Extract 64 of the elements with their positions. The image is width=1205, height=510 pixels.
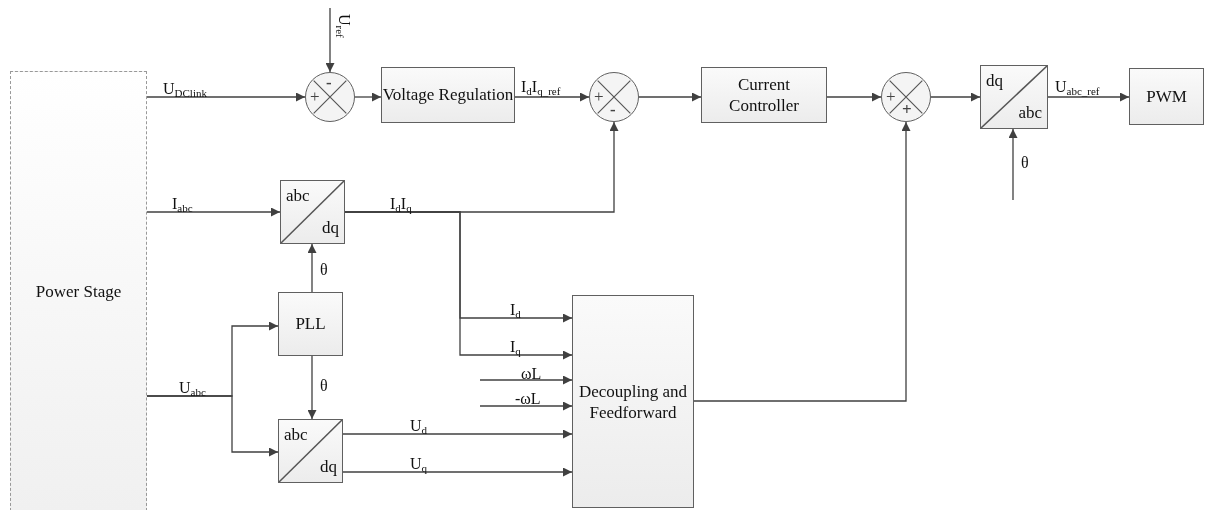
sign-label: + [886,88,896,105]
signal-label: I$_{d}$I$_{q_ref}$ [521,79,561,97]
arrow [479,375,573,385]
summing-junction [305,72,355,122]
arrow [344,211,573,360]
arrow [146,92,306,102]
transform-block [980,65,1048,129]
summing-junction [881,72,931,122]
block-label: Current Controller [728,73,800,117]
power-stage-block [10,71,147,510]
arrow [146,207,281,217]
signal-label: θ [320,378,328,394]
arrow [354,92,382,102]
arrow [693,121,911,402]
sign-label: - [326,74,332,91]
arrow [1008,128,1018,201]
arrow [146,395,279,457]
signal-label: I$_{d}$I$_{q}$ [390,196,412,214]
signal-label: U$_{d}$ [410,418,428,436]
arrow [325,7,335,73]
transform-block [280,180,345,244]
process-block [1129,68,1204,125]
signal-label: ωL [521,366,542,382]
arrow [307,355,317,420]
process-block [278,292,343,356]
block-label: Power Stage [34,280,123,303]
signal-label: U$_{abc}$ [179,380,206,398]
block-label: abc [284,426,308,443]
signal-label: I$_{q}$ [510,339,521,357]
arrow [342,429,573,439]
arrow [342,467,573,477]
arrow [826,92,882,102]
signal-label: θ [1021,155,1029,171]
block-label: dq [986,72,1003,89]
signal-label: U$_{abc_ref}$ [1055,79,1100,97]
signal-label: -ωL [515,391,541,407]
process-block [381,67,515,123]
signal-label: U$_{DClink}$ [163,81,207,99]
arrow [479,401,573,411]
signal-label: I$_{d}$ [510,302,521,320]
transform-block [278,419,343,483]
block-label: dq [320,458,337,475]
sign-label: + [310,88,320,105]
signal-label: θ [320,262,328,278]
arrow [638,92,702,102]
arrow [930,92,981,102]
block-label: Voltage Regulation [382,84,514,106]
block-label: PLL [294,313,327,335]
sign-label: + [902,101,912,118]
signal-label: I$_{abc}$ [172,196,193,214]
block-label: Decoupling and Feedforward [577,380,689,423]
block-label: abc [286,187,310,204]
arrow [1047,92,1130,102]
sign-label: + [594,88,604,105]
signal-label: U$_{q}$ [410,456,428,474]
arrow [307,243,317,293]
block-label: dq [322,219,339,236]
arrow [514,92,590,102]
block-label: abc [1018,104,1042,121]
process-block [701,67,827,123]
summing-junction [589,72,639,122]
process-block [572,295,694,508]
sign-label: - [610,101,616,118]
block-label: PWM [1145,85,1188,108]
